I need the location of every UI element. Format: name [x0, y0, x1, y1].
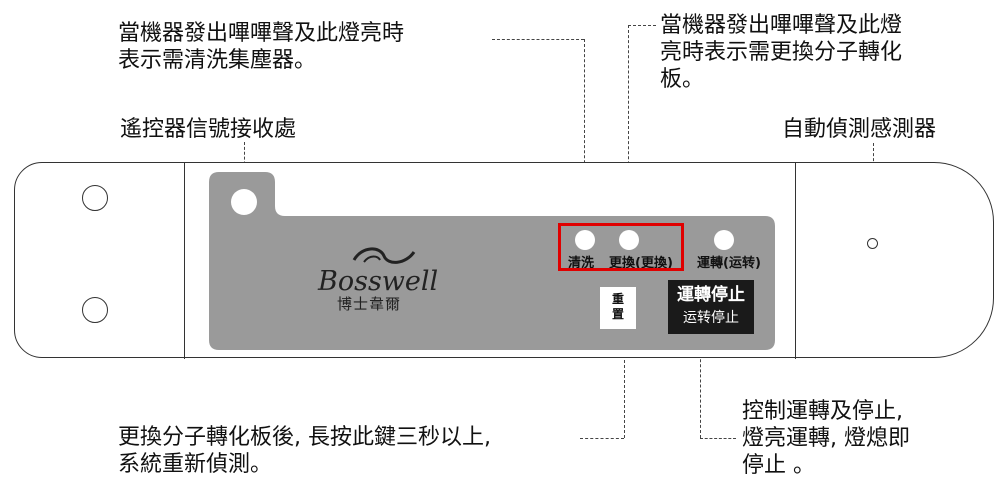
run-stop-label-traditional: 運轉停止 [677, 285, 745, 305]
run-stop-button[interactable]: 運轉停止 运转停止 [668, 280, 754, 334]
leader-replace-h [628, 25, 656, 26]
mounting-hole-bottom [82, 297, 108, 323]
led-replace [619, 230, 639, 250]
led-run [714, 230, 734, 250]
leader-clean-v [584, 39, 585, 229]
leader-runstop-v [700, 334, 701, 438]
mounting-hole-top [82, 185, 108, 211]
brand-swirl-logo [352, 247, 416, 264]
auto-sensor [867, 238, 878, 249]
led-clean-label: 清洗 [568, 256, 595, 271]
run-stop-label-simplified: 运转停止 [683, 310, 739, 326]
leader-reset-v [624, 330, 625, 438]
leader-clean-h [492, 39, 584, 40]
leader-runstop-h [700, 438, 736, 439]
leader-reset-h [580, 438, 624, 439]
leader-replace-v [628, 25, 629, 230]
callout-auto-sensor: 自動偵測感測器 [782, 117, 937, 142]
remote-receiver-window [231, 189, 257, 215]
brand-name: Bosswell [318, 266, 439, 297]
led-replace-label: 更換(更換) [609, 256, 673, 271]
callout-replace-led: 當機器發出嗶嗶聲及此燈 亮時表示需更換分子轉化 板。 [660, 13, 903, 92]
callout-reset-button: 更換分子轉化板後, 長按此鍵三秒以上, 系統重新偵測。 [118, 425, 491, 477]
reset-button[interactable]: 重 置 [600, 287, 636, 329]
callout-clean-led: 當機器發出嗶嗶聲及此燈亮時 表示需清洗集塵器。 [118, 21, 405, 73]
callout-run-stop-button: 控制運轉及停止, 燈亮運轉, 燈熄即 停止 。 [742, 399, 910, 478]
brand-name-chinese: 博士韋爾 [337, 295, 402, 313]
led-clean [575, 230, 595, 250]
callout-remote-receiver: 遙控器信號接收處 [120, 117, 297, 142]
panel-frame [184, 163, 796, 359]
led-run-label: 運轉(运转) [697, 256, 761, 271]
led-highlight-box [558, 223, 684, 271]
